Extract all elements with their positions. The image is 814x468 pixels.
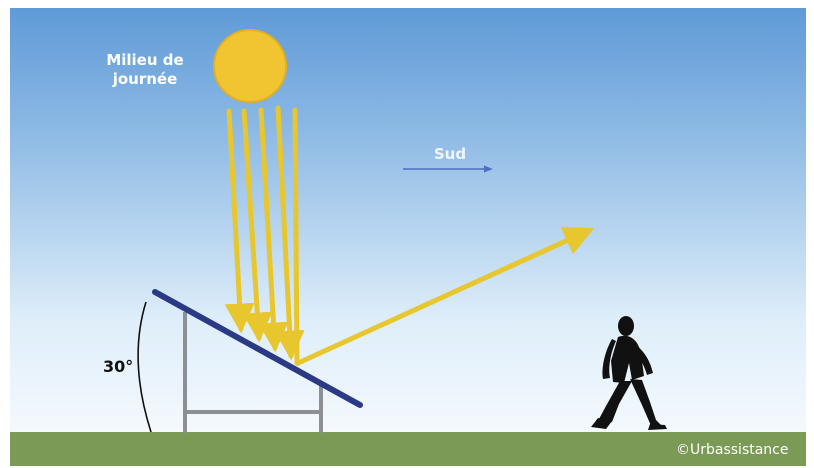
time-label-line-2: journée <box>112 70 178 88</box>
sun-rays <box>224 105 305 366</box>
sun-ray-2 <box>241 108 273 343</box>
time-of-day-label: Milieu de journée <box>96 51 194 89</box>
reflected-ray <box>294 226 595 367</box>
sun-ray-4 <box>274 105 305 361</box>
south-label: Sud <box>433 145 467 163</box>
solar-panel <box>152 289 363 408</box>
sun-ray-5 <box>292 107 300 366</box>
copyright-credit: ©Urbassistance <box>676 442 789 458</box>
sun-ray-1 <box>224 108 255 334</box>
walking-person-icon <box>591 316 667 430</box>
sun-icon <box>213 29 287 103</box>
time-label-line-1: Milieu de <box>106 51 184 69</box>
sky-background <box>10 8 806 432</box>
ground <box>10 432 806 466</box>
tilt-angle-label: 30° <box>103 357 134 376</box>
tilt-angle-arc <box>137 301 152 433</box>
panel-frame <box>183 312 323 433</box>
sun-ray-3 <box>258 107 289 353</box>
